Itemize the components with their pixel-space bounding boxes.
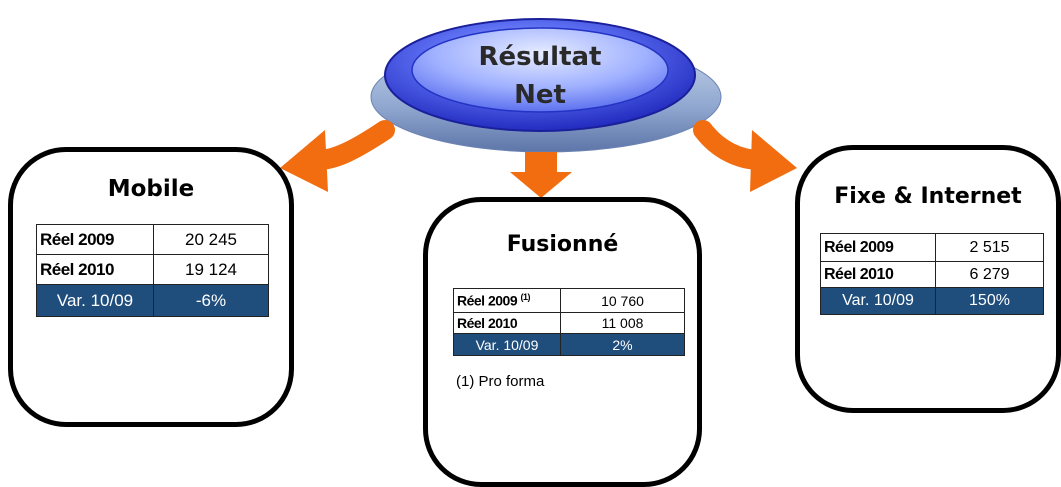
- result-net-line2: Net: [514, 80, 566, 110]
- fixe-row2-label: Réel 2010: [820, 261, 936, 288]
- fixe-var-value: 150%: [935, 287, 1044, 315]
- fixe-row1-label: Réel 2009: [820, 233, 936, 262]
- fusionne-row1-footnote: (1): [520, 292, 531, 303]
- table-row: Réel 2009 20 245: [36, 224, 269, 255]
- fixe-internet-table: Réel 2009 2 515 Réel 2010 6 279 Var. 10/…: [820, 233, 1044, 315]
- fusionne-var-value: 2%: [560, 333, 685, 356]
- fixe-internet-title: Fixe & Internet: [834, 184, 1022, 209]
- table-row: Réel 2010 6 279: [820, 261, 1044, 288]
- result-net-line1: Résultat: [478, 42, 602, 72]
- fixe-internet-card: Fixe & Internet Réel 2009 2 515 Réel 201…: [795, 145, 1061, 413]
- fusionne-row1-label: Réel 2009: [457, 292, 518, 309]
- fusionne-card: Fusionné Réel 2009 (1) 10 760 Réel 2010 …: [423, 197, 702, 487]
- arrow-to-fusionne: [510, 152, 572, 198]
- mobile-row1-label: Réel 2009: [36, 224, 154, 255]
- table-row-variation: Var. 10/09 -6%: [36, 284, 269, 317]
- fusionne-row1-value: 10 760: [560, 288, 685, 313]
- mobile-var-value: -6%: [153, 284, 269, 317]
- diagram-graphics: [280, 18, 797, 198]
- table-row: Réel 2009 2 515: [820, 233, 1044, 262]
- fusionne-row1-label-cell: Réel 2009 (1): [453, 288, 561, 313]
- table-row: Réel 2009 (1) 10 760: [453, 288, 685, 313]
- fusionne-title: Fusionné: [506, 232, 619, 257]
- arrow-to-mobile: [280, 120, 395, 192]
- fusionne-footnote: (1) Pro forma: [456, 373, 545, 390]
- table-row: Réel 2010 19 124: [36, 254, 269, 285]
- disc-face: [411, 27, 669, 113]
- table-row-variation: Var. 10/09 150%: [820, 287, 1044, 315]
- mobile-row2-value: 19 124: [153, 254, 269, 285]
- mobile-row2-label: Réel 2010: [36, 254, 154, 285]
- fusionne-table: Réel 2009 (1) 10 760 Réel 2010 11 008 Va…: [453, 288, 685, 356]
- mobile-row1-value: 20 245: [153, 224, 269, 255]
- table-row-variation: Var. 10/09 2%: [453, 333, 685, 356]
- result-net-label: Résultat Net: [440, 38, 640, 114]
- fusionne-var-label: Var. 10/09: [453, 333, 561, 356]
- fixe-row2-value: 6 279: [935, 261, 1044, 288]
- mobile-var-label: Var. 10/09: [36, 284, 154, 317]
- fusionne-row2-value: 11 008: [560, 312, 685, 334]
- fixe-row1-value: 2 515: [935, 233, 1044, 262]
- fusionne-row2-label: Réel 2010: [453, 312, 561, 334]
- table-row: Réel 2010 11 008: [453, 312, 685, 334]
- mobile-table: Réel 2009 20 245 Réel 2010 19 124 Var. 1…: [36, 224, 269, 317]
- mobile-title: Mobile: [107, 176, 195, 202]
- mobile-card: Mobile Réel 2009 20 245 Réel 2010 19 124…: [8, 147, 294, 427]
- fixe-var-label: Var. 10/09: [820, 287, 936, 315]
- arrow-to-fixe: [693, 120, 797, 192]
